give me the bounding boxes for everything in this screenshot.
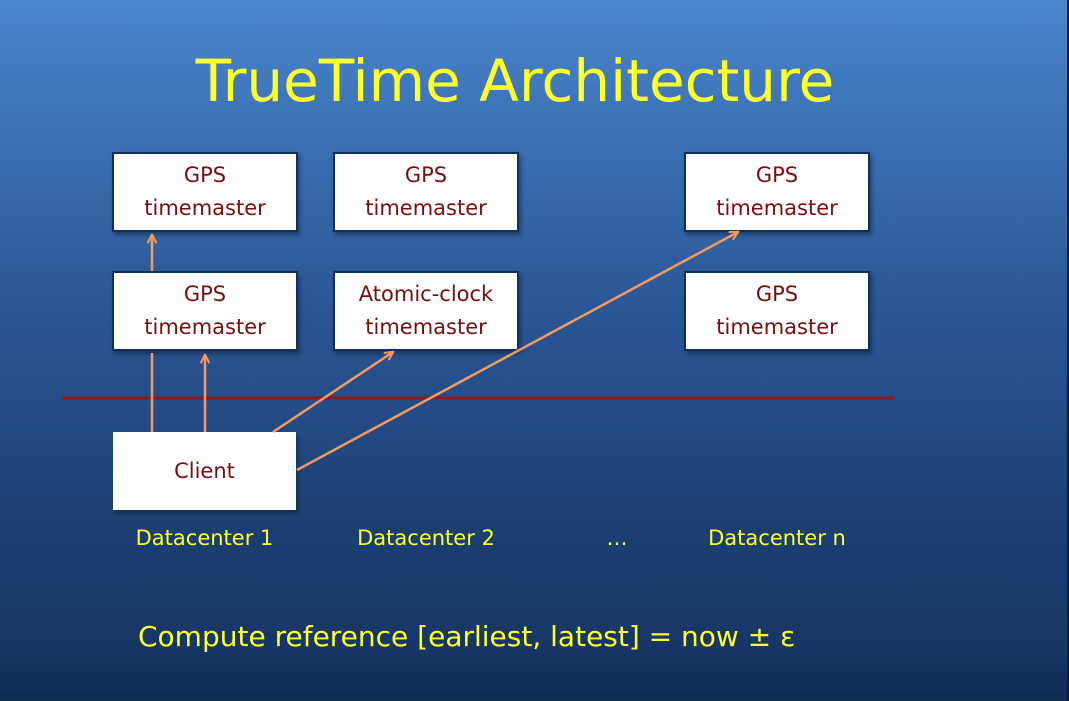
box-line-1: Atomic-clock bbox=[358, 282, 494, 306]
box-line-2: timemaster bbox=[144, 196, 266, 220]
dc1-gps-timemaster-top: GPS timemaster bbox=[112, 152, 298, 232]
footer-band bbox=[0, 655, 1069, 701]
box-line-1: GPS bbox=[755, 163, 799, 187]
box-line-1: GPS bbox=[755, 282, 799, 306]
dcn-gps-timemaster-mid: GPS timemaster bbox=[684, 271, 870, 351]
box-line-1: GPS bbox=[404, 163, 448, 187]
box-line-2: timemaster bbox=[716, 315, 838, 339]
datacenter-n-label: Datacenter n bbox=[708, 526, 846, 550]
formula-text: Compute reference [earliest, latest] = n… bbox=[138, 620, 796, 653]
arrow-client-to-dc2-atomic bbox=[272, 350, 395, 434]
box-line-2: timemaster bbox=[365, 196, 487, 220]
slide-title: TrueTime Architecture bbox=[195, 47, 835, 115]
box-line-2: timemaster bbox=[365, 315, 487, 339]
client-box: Client bbox=[113, 432, 296, 510]
datacenter-1-label: Datacenter 1 bbox=[135, 526, 274, 550]
slide-edge bbox=[1067, 0, 1069, 701]
dc2-gps-timemaster-top: GPS timemaster bbox=[333, 152, 519, 232]
dc2-atomic-clock-timemaster: Atomic-clock timemaster bbox=[333, 271, 519, 351]
dc1-gps-timemaster-mid: GPS timemaster bbox=[112, 271, 298, 351]
client-label: Client bbox=[174, 458, 235, 483]
datacenter-ellipsis: … bbox=[606, 526, 628, 550]
box-line-1: GPS bbox=[183, 163, 227, 187]
arrow-client-to-dcn-top bbox=[296, 230, 740, 472]
dcn-gps-timemaster-top: GPS timemaster bbox=[684, 152, 870, 232]
box-line-2: timemaster bbox=[716, 196, 838, 220]
box-line-1: GPS bbox=[183, 282, 227, 306]
box-line-2: timemaster bbox=[144, 315, 266, 339]
datacenter-2-label: Datacenter 2 bbox=[357, 526, 495, 550]
